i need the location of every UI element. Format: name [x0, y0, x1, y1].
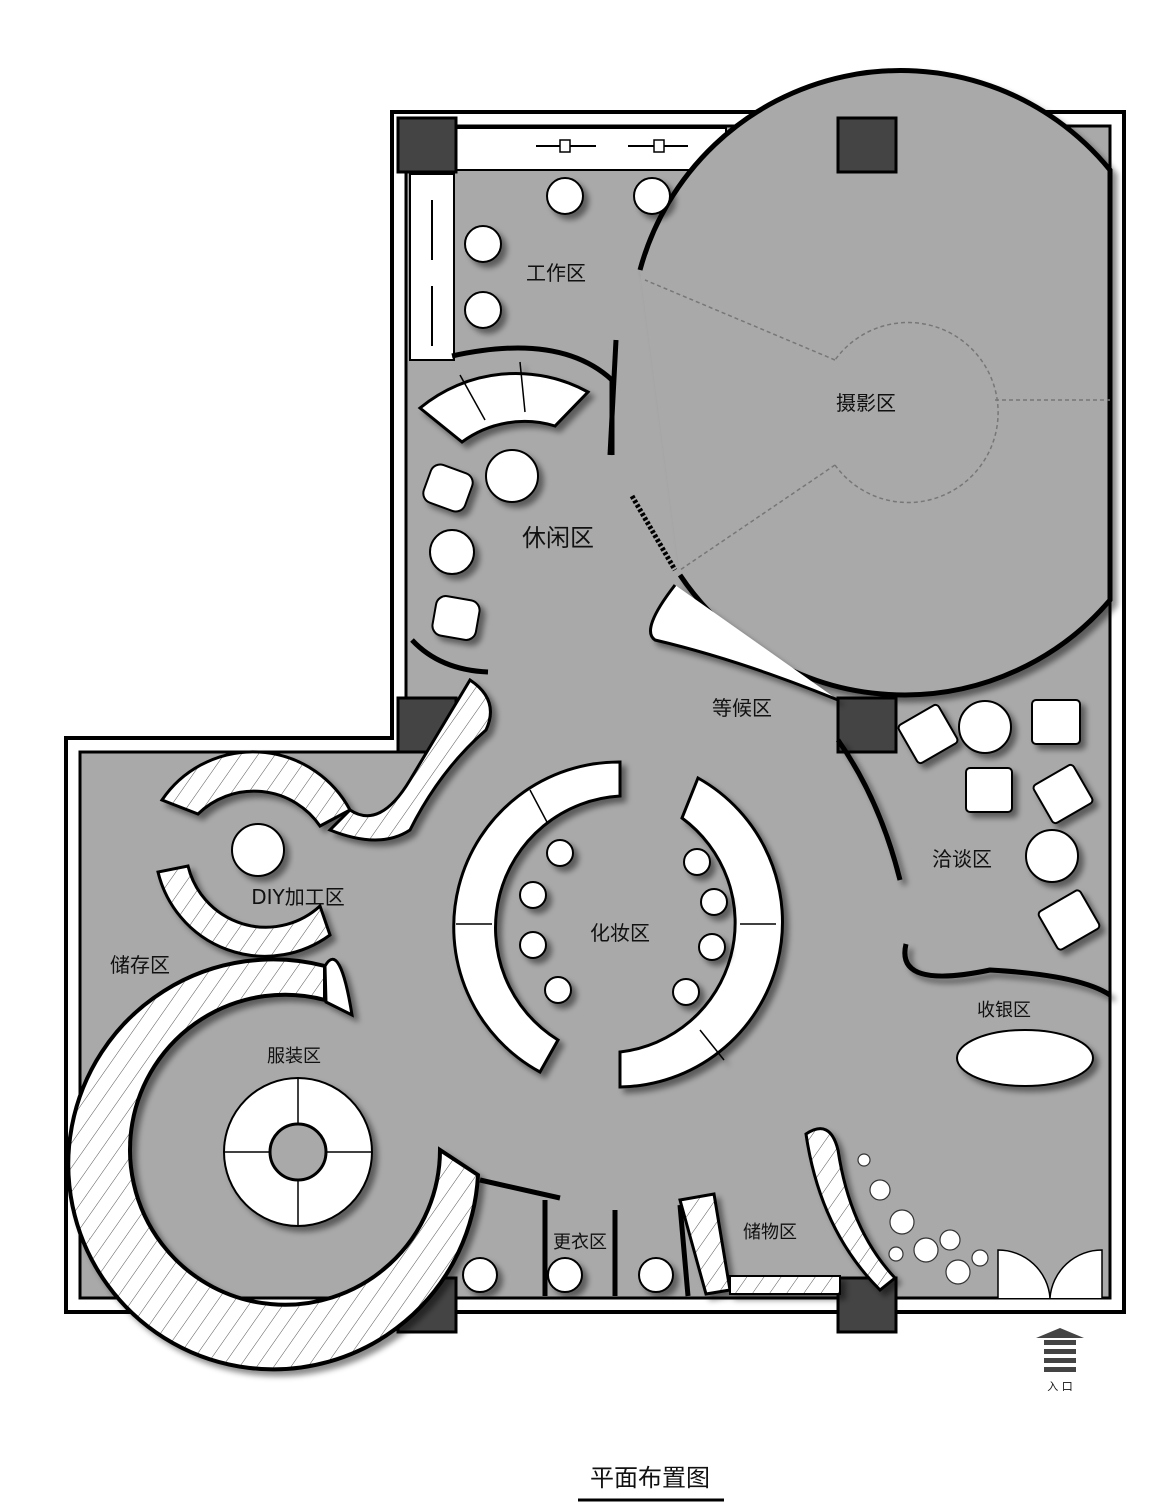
label-waiting: 等候区 — [712, 696, 772, 720]
diy-zone — [156, 677, 492, 958]
plan-title: 平面布置图 — [590, 1464, 710, 1492]
leisure-table — [429, 449, 539, 575]
cashier-desk — [956, 1029, 1094, 1087]
work-desk-top — [455, 127, 727, 171]
negotiation-chairs — [897, 699, 1101, 951]
entrance-doors — [997, 1249, 1103, 1299]
label-leisure: 休闲区 — [522, 524, 594, 552]
work-desk-left — [409, 173, 455, 361]
plant-decoration — [857, 1153, 989, 1285]
columns — [396, 116, 898, 1334]
leisure-armchairs — [422, 463, 481, 641]
costume-rack — [66, 957, 481, 1372]
entrance-arrow-icon — [1036, 1328, 1084, 1372]
dressing-stools — [462, 1257, 674, 1293]
label-work: 工作区 — [526, 261, 586, 285]
label-costume: 服装区 — [267, 1046, 321, 1067]
label-dressing: 更衣区 — [553, 1232, 607, 1253]
photo-stage — [644, 279, 1110, 571]
label-negotiation: 洽谈区 — [932, 847, 992, 871]
waiting-wedge — [649, 584, 1112, 998]
work-chairs — [464, 177, 671, 329]
leisure-sofa — [417, 361, 591, 444]
costume-island — [223, 1077, 373, 1227]
label-cashier: 收银区 — [977, 1000, 1031, 1021]
label-goods: 储物区 — [743, 1222, 797, 1243]
label-diy: DIY加工区 — [251, 885, 345, 909]
makeup-stools — [519, 839, 728, 1006]
photo-zone — [637, 68, 1113, 698]
entrance-label: 入 口 — [1047, 1380, 1073, 1393]
label-photo: 摄影区 — [836, 391, 896, 415]
storage-shelves — [678, 1127, 898, 1296]
makeup-counter — [452, 760, 784, 1089]
partition-walls — [410, 339, 678, 675]
diy-table — [231, 823, 285, 877]
label-storage: 储存区 — [110, 953, 170, 977]
dressing-walls — [479, 1177, 691, 1297]
label-makeup: 化妆区 — [590, 921, 650, 945]
